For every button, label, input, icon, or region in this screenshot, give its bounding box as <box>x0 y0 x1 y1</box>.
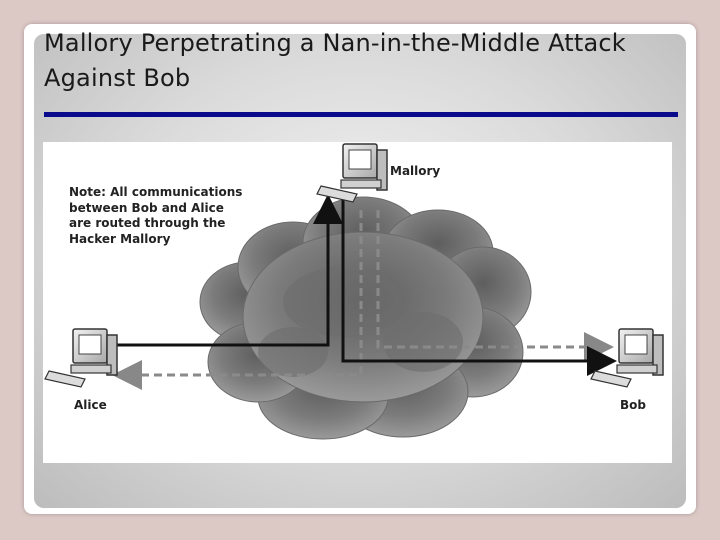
mallory-computer-icon <box>316 143 388 203</box>
mallory-to-bob-arrow <box>341 200 617 376</box>
slide-title: Mallory Perpetrating a Nan-in-the-Middle… <box>44 29 626 92</box>
title-underline <box>44 112 678 117</box>
bob-computer-icon <box>590 328 664 388</box>
bob-label: Bob <box>620 398 646 412</box>
solid-traffic-paths <box>105 194 617 376</box>
diagram-note: Note: All communications between Bob and… <box>69 185 243 246</box>
dashed-relay-paths <box>112 210 614 390</box>
alice-label: Alice <box>74 398 107 412</box>
mallory-label: Mallory <box>390 164 441 178</box>
alice-to-mallory-arrow <box>105 194 343 347</box>
alice-computer-icon <box>44 328 118 388</box>
relay-to-alice-arrow <box>112 210 363 390</box>
diagram-canvas <box>44 143 664 440</box>
mitm-diagram: Note: All communications between Bob and… <box>43 142 672 463</box>
network-cloud <box>199 196 532 440</box>
relay-to-bob-arrow <box>376 210 614 362</box>
